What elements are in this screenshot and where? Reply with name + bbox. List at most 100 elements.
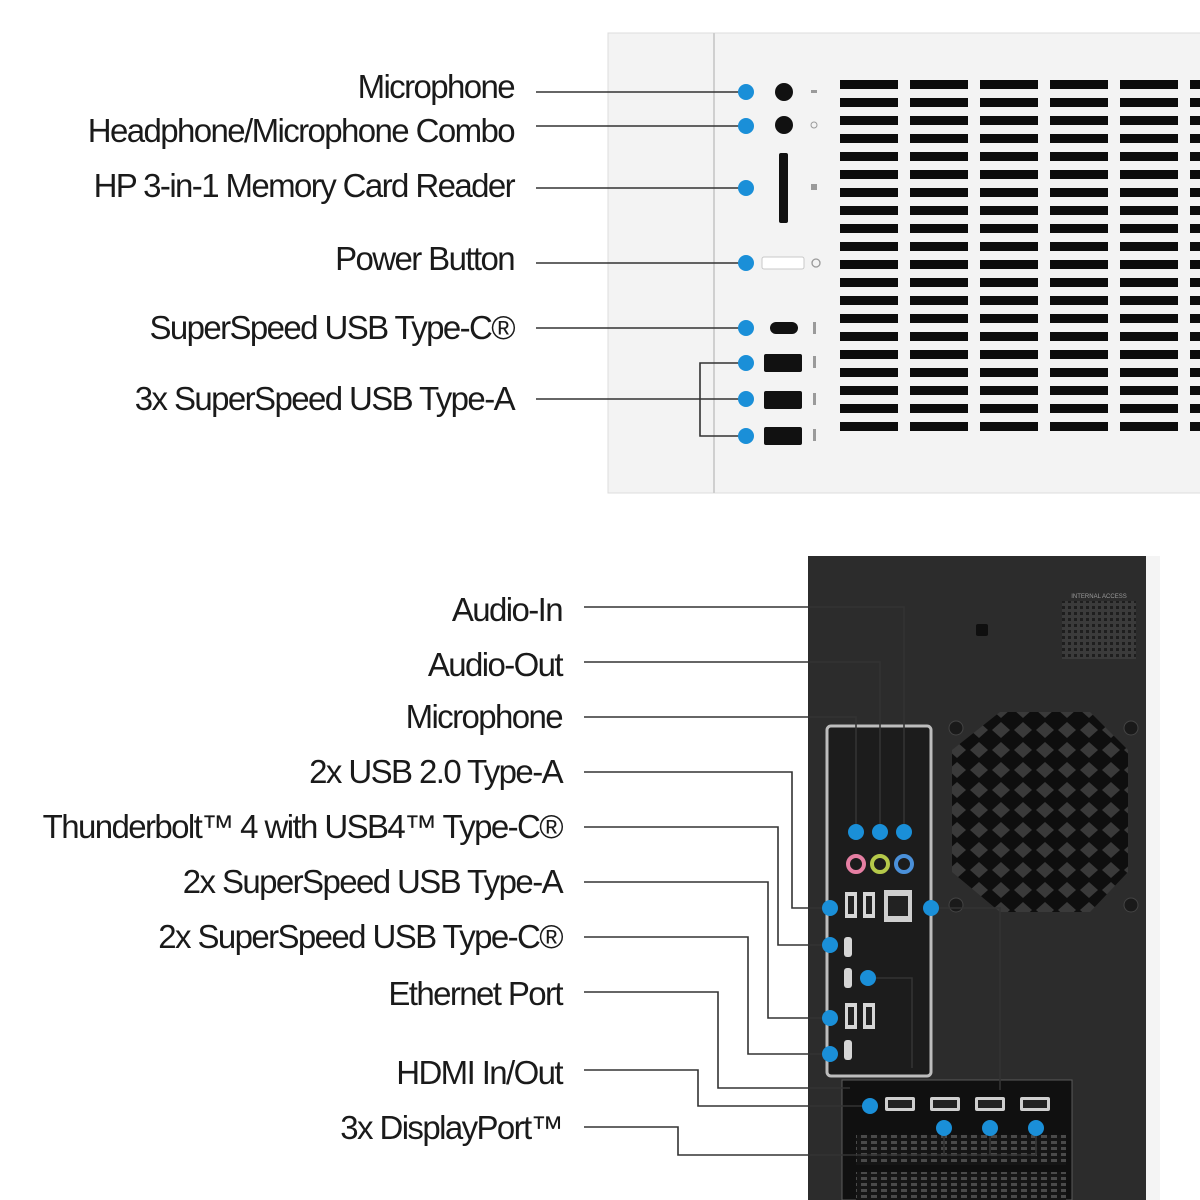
vent-slot [1190,80,1200,89]
rear-fan-grille [952,712,1128,912]
vent-slot [980,98,1038,107]
callout-dot [982,1120,998,1136]
label-rear-usb-c: 2x SuperSpeed USB Type-C® [158,918,563,955]
vent-slot [1120,368,1178,377]
rear-callout-lines [584,606,1037,1156]
vent-slot [1120,350,1178,359]
vent-slot [910,242,968,251]
vent-slot [1190,332,1200,341]
vent-slot [1120,152,1178,161]
vent-slot [840,260,898,269]
vent-slot [840,314,898,323]
callout-dot [822,1046,838,1062]
vent-slot [1190,134,1200,143]
vent-slot [1120,242,1178,251]
rear-usb-c-port-2 [844,1040,852,1060]
vent-slot [1050,116,1108,125]
vent-slot [910,278,968,287]
vent-slot [1190,278,1200,287]
vent-slot [1190,224,1200,233]
vent-slot [910,224,968,233]
vent-slot [840,80,898,89]
vent-slot [910,170,968,179]
vent-slot [980,80,1038,89]
front-power-button[interactable] [761,256,805,270]
vent-slot [910,296,968,305]
vent-slot [840,422,898,431]
vent-slot [910,206,968,215]
vent-slot [1050,224,1108,233]
callout-dot [738,391,754,407]
vent-slot [910,188,968,197]
vent-slot [1050,242,1108,251]
vent-slot [980,296,1038,305]
vent-slot [910,332,968,341]
vent-slot [840,134,898,143]
vent-slot [910,80,968,89]
rear-callout-dots [822,824,1044,1136]
vent-slot [1050,152,1108,161]
front-panel-labels: Microphone Headphone/Microphone Combo HP… [0,0,516,460]
callout-dot [738,355,754,371]
vent-slot [1120,278,1178,287]
rear-audio-out-jack [870,854,890,874]
vent-slot [840,224,898,233]
vent-slot [1190,242,1200,251]
label-rear-microphone: Microphone [405,698,564,735]
vent-slot [980,134,1038,143]
power-icon [811,258,821,268]
front-combo-jack [775,116,793,134]
vent-slot [1120,260,1178,269]
vent-slot [980,206,1038,215]
internal-access-text: INTERNAL ACCESS [1071,594,1126,600]
vent-slot [910,368,968,377]
vent-slot [1190,170,1200,179]
vent-slot [1120,332,1178,341]
vent-slot [840,116,898,125]
callout-dot [738,118,754,134]
callout-dot [862,1098,878,1114]
vent-slot [1050,170,1108,179]
vent-slot [910,134,968,143]
vent-slot [980,188,1038,197]
vent-slot [980,152,1038,161]
vent-slot [980,314,1038,323]
vent-slot [980,368,1038,377]
vent-slot [1050,278,1108,287]
vent-slot [1190,386,1200,395]
vent-slot [840,296,898,305]
vent-slot [980,350,1038,359]
vent-slot [1190,260,1200,269]
vent-slot [1190,422,1200,431]
vent-slot [910,260,968,269]
vent-slot [1050,188,1108,197]
vent-slot [910,404,968,413]
front-usb-a-port-1 [764,354,802,372]
label-front-headphone-combo: Headphone/Microphone Combo [87,112,516,149]
vent-slot [1190,296,1200,305]
callout-dot [860,970,876,986]
vent-slot [1190,350,1200,359]
vent-slot [1050,80,1108,89]
rear-microphone-jack [846,854,866,874]
vent-slot [1120,134,1178,143]
front-usb-a-port-2 [764,391,802,409]
label-rear-ethernet: Ethernet Port [388,975,563,1012]
vent-slot [1120,422,1178,431]
callout-dot [936,1120,952,1136]
vent-slot [980,404,1038,413]
vent-slot [1120,314,1178,323]
vent-slot [980,224,1038,233]
vent-slot [1050,386,1108,395]
vent-slot [840,368,898,377]
vent-slot [840,332,898,341]
front-vent-grille [840,80,1200,431]
callout-dot [738,320,754,336]
callout-dot [923,900,939,916]
callout-dot [822,1010,838,1026]
label-front-power-button: Power Button [335,240,516,277]
front-microphone-jack [775,83,793,101]
label-front-card-reader: HP 3-in-1 Memory Card Reader [93,167,516,204]
lock-slot-icon [976,624,988,636]
label-front-microphone: Microphone [357,68,516,105]
